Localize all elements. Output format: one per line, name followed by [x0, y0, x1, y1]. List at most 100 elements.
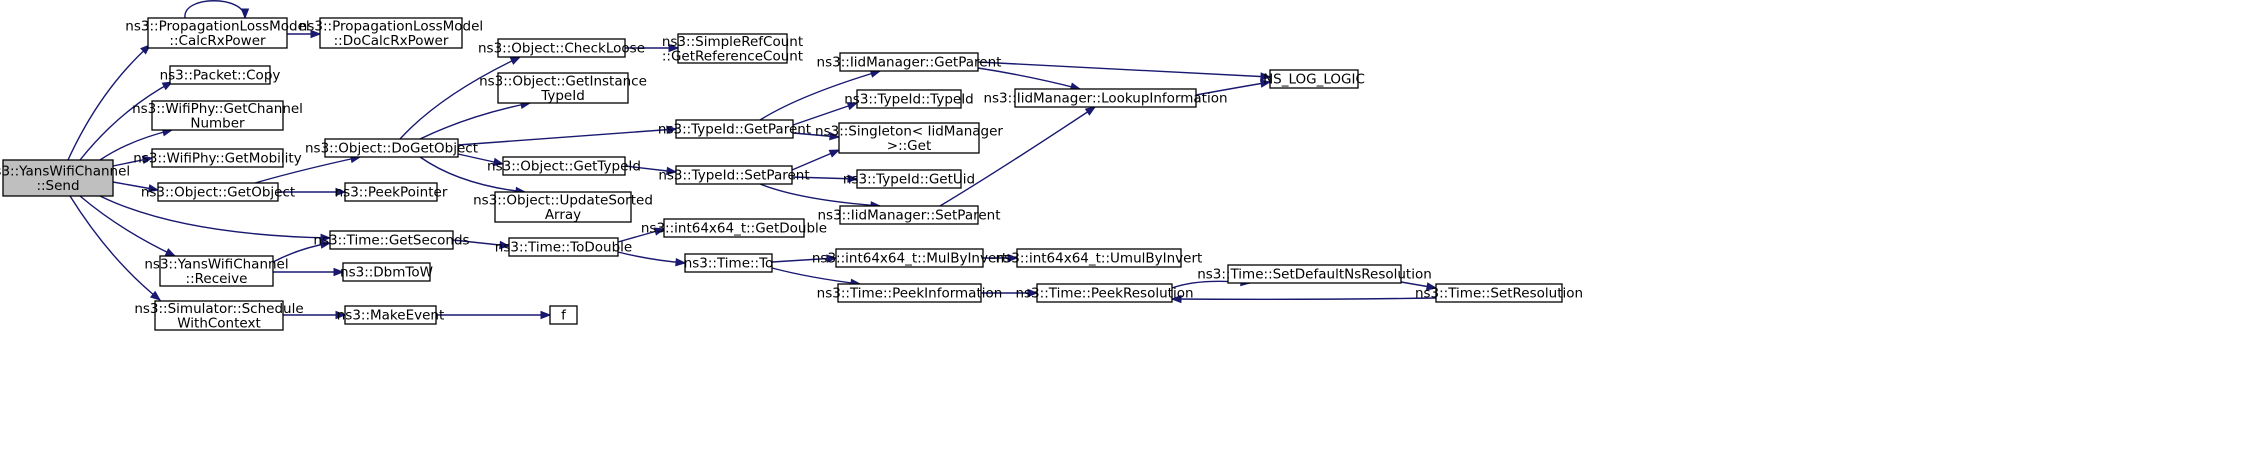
- node-label: ns3::Object::UpdateSorted: [473, 192, 653, 208]
- node-label: ns3::DbmToW: [340, 265, 433, 281]
- edge-makeevent-to-f: [436, 310, 552, 320]
- node-makeevent[interactable]: ns3::MakeEvent: [337, 305, 445, 325]
- edge-line: [67, 44, 151, 161]
- node-label: ns3::YansWifiChannel: [144, 256, 288, 272]
- node-peekpointer[interactable]: ns3::PeekPointer: [335, 182, 448, 202]
- node-label: ::CalcRxPower: [169, 33, 266, 49]
- node-peekinfo[interactable]: ns3::Time::PeekInformation: [817, 283, 1003, 303]
- arrowhead-icon: [1425, 282, 1438, 291]
- node-label: ns3::Time::PeekResolution: [1015, 286, 1193, 302]
- node-setres[interactable]: ns3::Time::SetResolution: [1415, 283, 1583, 303]
- node-box: [497, 38, 626, 58]
- node-tidgetparent[interactable]: ns3::TypeId::GetParent: [658, 119, 811, 139]
- node-tidgetuid[interactable]: ns3::TypeId::GetUid: [843, 169, 975, 189]
- edge-line: [99, 195, 331, 239]
- node-getobject[interactable]: ns3::Object::GetObject: [141, 182, 295, 202]
- node-label: Number: [190, 115, 245, 131]
- arrowhead-icon: [666, 125, 678, 134]
- edge-calcrx-to-docalcrx: [287, 29, 322, 39]
- node-label: ns3::WifiPhy::GetChannel: [132, 101, 303, 117]
- node-f[interactable]: f: [549, 305, 578, 325]
- node-todouble[interactable]: ns3::Time::ToDouble: [495, 237, 632, 257]
- nodes-layer: ns3::YansWifiChannel::Send ns3::Propagati…: [0, 17, 1583, 332]
- node-box: [675, 165, 793, 185]
- node-calcrx[interactable]: ns3::PropagationLossModel::CalcRxPower: [125, 17, 310, 49]
- edge-line: [419, 102, 531, 140]
- node-label: ns3::SimpleRefCount: [662, 34, 803, 50]
- node-box: [151, 100, 284, 131]
- node-label: ns3::Time::To: [684, 256, 774, 272]
- node-peekres[interactable]: ns3::Time::PeekResolution: [1015, 283, 1194, 303]
- node-tidsetparent[interactable]: ns3::TypeId::SetParent: [658, 165, 810, 185]
- arrowhead-icon: [164, 248, 177, 257]
- node-box: [839, 205, 979, 225]
- arrowhead-icon: [149, 290, 162, 301]
- arrowhead-icon: [847, 174, 859, 183]
- node-box: [856, 89, 962, 109]
- node-typeidctor[interactable]: ns3::TypeId::TypeId: [844, 89, 974, 109]
- edge-mulbyinvert-to-umulbyinvert: [983, 253, 1019, 263]
- arrowhead-icon: [1260, 72, 1272, 81]
- node-umulbyinvert[interactable]: ns3::int64x64_t::UmulByInvert: [996, 248, 1203, 268]
- node-dogetobject[interactable]: ns3::Object::DoGetObject: [305, 138, 478, 158]
- node-label: ns3::Object::GetInstance: [479, 73, 647, 89]
- arrowhead-icon: [668, 43, 680, 53]
- node-label: ns3::PropagationLossModel: [299, 18, 483, 34]
- edge-line: [184, 0, 246, 19]
- node-box: [344, 182, 438, 202]
- node-getmobility[interactable]: ns3::WifiPhy::GetMobility: [133, 148, 302, 168]
- arrowhead-icon: [1170, 294, 1182, 304]
- node-send[interactable]: ns3::YansWifiChannel::Send: [0, 159, 130, 197]
- node-box: [147, 17, 288, 49]
- node-lookupinfo[interactable]: ns3::IidManager::LookupInformation: [983, 88, 1228, 108]
- node-objgettypeid[interactable]: ns3::Object::GetTypeId: [487, 156, 641, 176]
- arrowhead-icon: [846, 102, 859, 111]
- node-mulbyinvert[interactable]: ns3::int64x64_t::MulByInvert: [812, 248, 1007, 268]
- node-int64getdouble[interactable]: ns3::int64x64_t::GetDouble: [641, 218, 827, 238]
- node-box: [1435, 283, 1563, 303]
- edge-line: [759, 183, 881, 207]
- edge-objgettypeid-to-tidsetparent: [624, 165, 678, 176]
- edge-getseconds-to-todouble: [452, 239, 511, 250]
- node-box: [1269, 69, 1359, 89]
- node-nslog[interactable]: NS_LOG_LOGIC: [1263, 69, 1365, 89]
- edge-iidgetparent-to-nslog: [977, 61, 1272, 81]
- node-timeto[interactable]: ns3::Time::To: [684, 253, 774, 273]
- node-label: f: [561, 308, 567, 324]
- node-box: [159, 255, 274, 287]
- node-iidgetparent[interactable]: ns3::IidManager::GetParent: [817, 52, 1002, 72]
- node-box: [319, 17, 463, 49]
- edge-setres-to-peekres: [1170, 294, 1437, 304]
- node-docalcrx[interactable]: ns3::PropagationLossModel::DoCalcRxPower: [299, 17, 483, 49]
- arrowhead-icon: [320, 233, 332, 243]
- node-box: [1014, 88, 1197, 108]
- node-iidsetparent[interactable]: ns3::IidManager::SetParent: [818, 205, 1001, 225]
- arrowhead-icon: [1027, 288, 1039, 298]
- arrowhead-icon: [240, 8, 250, 20]
- node-getrefcount[interactable]: ns3::SimpleRefCount::GetReferenceCount: [662, 33, 803, 65]
- node-singletonget[interactable]: ns3::Singleton< IidManager >::Get: [815, 122, 1003, 154]
- node-checkloose[interactable]: ns3::Object::CheckLoose: [478, 38, 645, 58]
- edge-calcrx-to-calcrx: [184, 0, 250, 20]
- edge-line: [792, 102, 858, 126]
- node-label: ns3::int64x64_t::UmulByInvert: [996, 251, 1203, 267]
- node-box: [549, 305, 578, 325]
- edge-line: [771, 267, 861, 285]
- arrowhead-icon: [1007, 253, 1019, 263]
- node-label: ::Send: [36, 178, 79, 194]
- edge-line: [69, 195, 161, 301]
- node-receive[interactable]: ns3::YansWifiChannel::Receive: [144, 255, 289, 287]
- node-getseconds[interactable]: ns3::Time::GetSeconds: [313, 230, 470, 250]
- node-packetcopy[interactable]: ns3::Packet::Copy: [160, 65, 281, 85]
- node-dbmtow[interactable]: ns3::DbmToW: [340, 262, 433, 282]
- node-box: [324, 138, 459, 158]
- edge-receive-to-dbmtow: [273, 267, 345, 277]
- node-label: ns3::Packet::Copy: [160, 68, 281, 84]
- node-box: [856, 169, 962, 189]
- node-box: [344, 305, 437, 325]
- node-setdefaultns[interactable]: ns3::Time::SetDefaultNsResolution: [1197, 264, 1432, 284]
